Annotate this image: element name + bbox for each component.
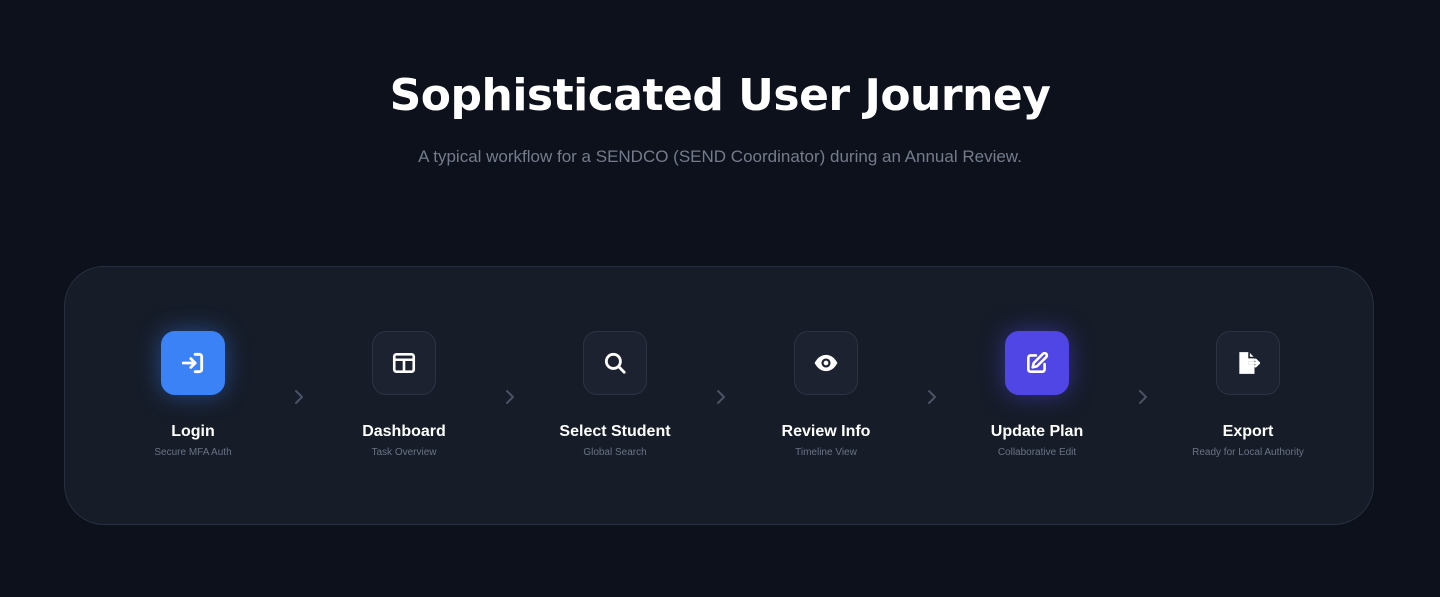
chevron-right-icon [504, 388, 516, 406]
step-description: Task Overview [371, 447, 437, 458]
step-description: Timeline View [795, 447, 857, 458]
page-title: Sophisticated User Journey [389, 70, 1051, 121]
dashboard-icon [372, 331, 436, 395]
step-label: Select Student [559, 423, 671, 440]
step-label: Login [171, 423, 215, 440]
journey-step-login[interactable]: Login Secure MFA Auth [88, 331, 298, 460]
journey-step-export[interactable]: Export Ready for Local Authority [1143, 331, 1353, 460]
journey-step-dashboard[interactable]: Dashboard Task Overview [299, 331, 509, 460]
page-subtitle: A typical workflow for a SENDCO (SEND Co… [418, 147, 1022, 166]
step-label: Update Plan [990, 423, 1084, 440]
login-icon [161, 331, 225, 395]
chevron-right-icon [715, 388, 727, 406]
step-description: Secure MFA Auth [154, 447, 232, 458]
search-icon [583, 331, 647, 395]
journey-step-update-plan[interactable]: Update Plan Collaborative Edit [932, 331, 1142, 460]
file-export-icon [1216, 331, 1280, 395]
step-description: Collaborative Edit [997, 447, 1077, 458]
step-description: Ready for Local Authority [1192, 447, 1304, 458]
journey-step-review-info[interactable]: Review Info Timeline View [721, 331, 931, 460]
chevron-right-icon [926, 388, 938, 406]
journey-step-select-student[interactable]: Select Student Global Search [510, 331, 720, 460]
step-label: Export [1222, 423, 1274, 440]
edit-icon [1005, 331, 1069, 395]
eye-icon [794, 331, 858, 395]
step-label: Review Info [781, 423, 871, 440]
chevron-right-icon [1137, 388, 1149, 406]
journey-card: Login Secure MFA Auth Dashboard Task Ove… [64, 266, 1374, 525]
chevron-right-icon [293, 388, 305, 406]
step-label: Dashboard [362, 423, 446, 440]
step-description: Global Search [583, 447, 647, 458]
